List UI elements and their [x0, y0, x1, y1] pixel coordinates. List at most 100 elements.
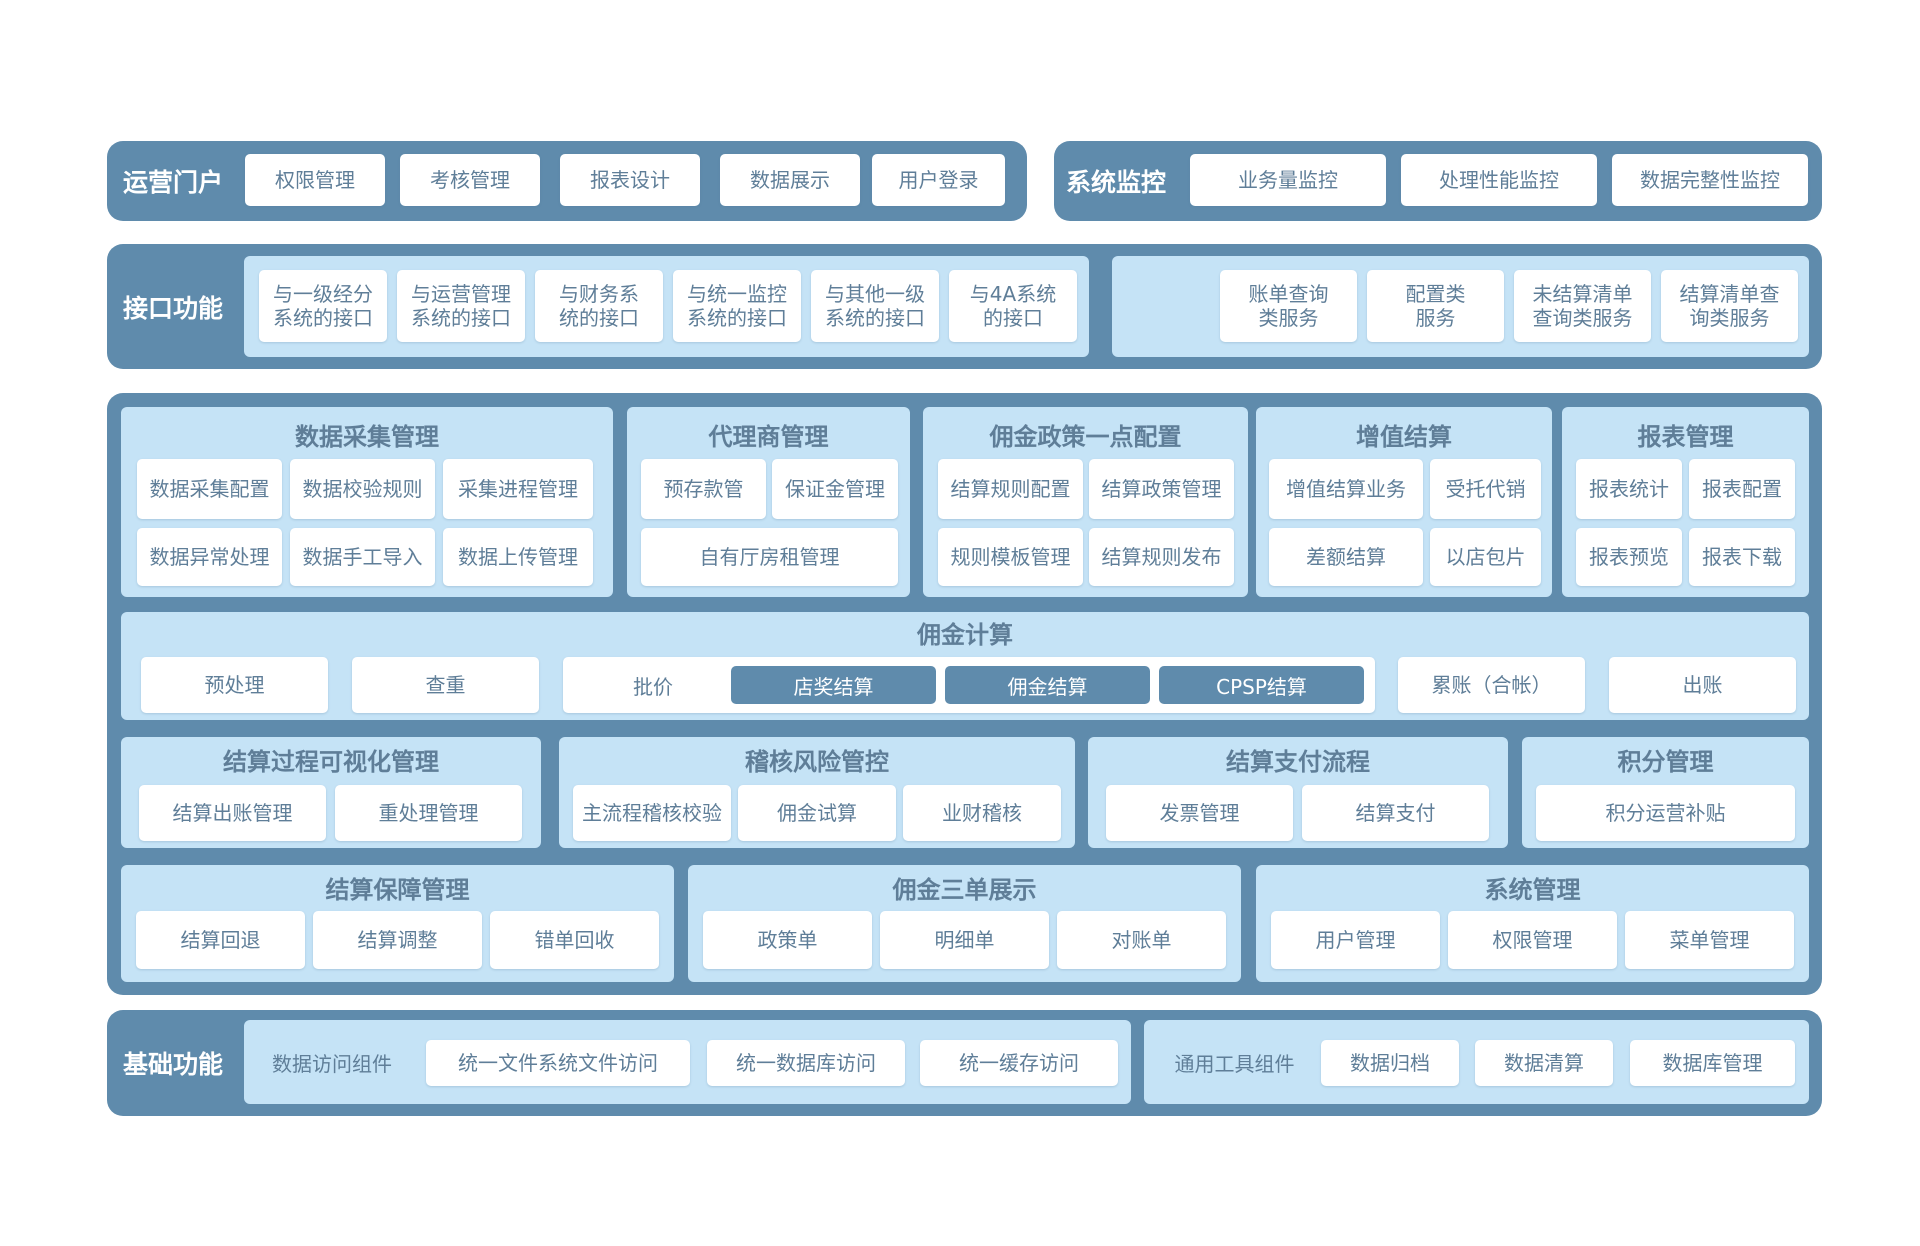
billing-step[interactable]: 出账	[1609, 657, 1796, 713]
collection-process-mgmt[interactable]: 采集进程管理	[443, 459, 593, 519]
portal-item-report-design[interactable]: 报表设计	[560, 154, 700, 206]
interface-item-unsettled-query[interactable]: 未结算清单 查询类服务	[1514, 270, 1651, 342]
policy-title: 佣金政策一点配置	[989, 422, 1182, 451]
reprocess-mgmt[interactable]: 重处理管理	[335, 785, 522, 841]
settlement-billing-mgmt[interactable]: 结算出账管理	[139, 785, 326, 841]
settlement-rollback[interactable]: 结算回退	[136, 911, 305, 969]
interface-item-line: 配置类	[1405, 282, 1466, 306]
interface-item-line: 结算清单查	[1679, 282, 1780, 306]
agent-deposit[interactable]: 保证金管理	[772, 459, 898, 519]
interface-item-line: 与统一监控	[687, 282, 787, 306]
data-archive[interactable]: 数据归档	[1321, 1040, 1459, 1086]
settlement-payment[interactable]: 结算支付	[1302, 785, 1489, 841]
interface-item-line: 询类服务	[1689, 306, 1770, 330]
interface-item-line: 与运营管理	[411, 282, 511, 306]
portal-item-data-display[interactable]: 数据展示	[720, 154, 860, 206]
interface-item-line: 系统的接口	[825, 306, 925, 330]
report-statistics[interactable]: 报表统计	[1576, 459, 1682, 519]
data-manual-import[interactable]: 数据手工导入	[290, 528, 435, 586]
reports-title: 报表管理	[1637, 422, 1734, 451]
value-added-business[interactable]: 增值结算业务	[1269, 459, 1423, 519]
data-clearing[interactable]: 数据清算	[1475, 1040, 1613, 1086]
agent-prepaid[interactable]: 预存款管	[641, 459, 766, 519]
interface-label: 接口功能	[123, 293, 224, 323]
settlement-adjustment[interactable]: 结算调整	[313, 911, 482, 969]
unified-cache-access[interactable]: 统一缓存访问	[920, 1040, 1118, 1086]
accumulate-step[interactable]: 累账（合帐）	[1398, 657, 1585, 713]
interface-item-jingfen[interactable]: 与一级经分 系统的接口	[259, 270, 387, 342]
visualization-title: 结算过程可视化管理	[223, 747, 439, 776]
cpsp-settlement[interactable]: CPSP结算	[1159, 666, 1364, 704]
interface-item-line: 类服务	[1258, 306, 1319, 330]
value-added-title: 增值结算	[1356, 422, 1452, 451]
commission-settlement[interactable]: 佣金结算	[945, 666, 1150, 704]
invoice-mgmt[interactable]: 发票管理	[1106, 785, 1293, 841]
data-collection-config[interactable]: 数据采集配置	[137, 459, 282, 519]
unified-db-access[interactable]: 统一数据库访问	[707, 1040, 905, 1086]
database-mgmt[interactable]: 数据库管理	[1630, 1040, 1795, 1086]
data-upload-mgmt[interactable]: 数据上传管理	[443, 528, 593, 586]
rule-template-mgmt[interactable]: 规则模板管理	[938, 528, 1083, 586]
menu-mgmt[interactable]: 菜单管理	[1625, 911, 1794, 969]
interface-item-line: 系统的接口	[687, 306, 787, 330]
portal-item-assessment[interactable]: 考核管理	[400, 154, 540, 206]
portal-item-permissions[interactable]: 权限管理	[245, 154, 385, 206]
points-operation-subsidy[interactable]: 积分运营补贴	[1536, 785, 1795, 841]
business-finance-audit[interactable]: 业财稽核	[903, 785, 1061, 841]
data-collection-title: 数据采集管理	[295, 422, 439, 451]
portal-label: 运营门户	[123, 168, 224, 197]
settlement-rule-config[interactable]: 结算规则配置	[938, 459, 1083, 519]
difference-settlement[interactable]: 差额结算	[1269, 528, 1423, 586]
monitor-item-performance[interactable]: 处理性能监控	[1401, 154, 1597, 206]
interface-item-other-level1[interactable]: 与其他一级 系统的接口	[811, 270, 939, 342]
points-title: 积分管理	[1617, 747, 1714, 776]
preprocess-step[interactable]: 预处理	[141, 657, 328, 713]
three-docs-title: 佣金三单展示	[892, 875, 1037, 904]
interface-item-finance[interactable]: 与财务系 统的接口	[535, 270, 663, 342]
interface-item-line: 服务	[1415, 306, 1456, 330]
monitor-item-volume[interactable]: 业务量监控	[1190, 154, 1386, 206]
user-mgmt[interactable]: 用户管理	[1271, 911, 1440, 969]
interface-item-bill-query[interactable]: 账单查询 类服务	[1220, 270, 1357, 342]
report-preview[interactable]: 报表预览	[1576, 528, 1682, 586]
interface-item-operations[interactable]: 与运营管理 系统的接口	[397, 270, 525, 342]
unified-file-access[interactable]: 统一文件系统文件访问	[426, 1040, 690, 1086]
report-config[interactable]: 报表配置	[1689, 459, 1795, 519]
guarantee-title: 结算保障管理	[325, 875, 470, 904]
agent-title: 代理商管理	[708, 422, 829, 451]
main-flow-audit[interactable]: 主流程稽核校验	[573, 785, 731, 841]
error-order-recovery[interactable]: 错单回收	[490, 911, 659, 969]
payment-title: 结算支付流程	[1226, 747, 1370, 776]
data-validation-rules[interactable]: 数据校验规则	[290, 459, 435, 519]
settlement-policy-mgmt[interactable]: 结算政策管理	[1089, 459, 1234, 519]
reconciliation-doc[interactable]: 对账单	[1057, 911, 1226, 969]
detail-doc[interactable]: 明细单	[880, 911, 1049, 969]
data-exception-handling[interactable]: 数据异常处理	[137, 528, 282, 586]
base-tools-label: 通用工具组件	[1174, 1051, 1295, 1076]
monitor-label: 系统监控	[1066, 168, 1167, 197]
interface-item-line: 系统的接口	[411, 306, 511, 330]
interface-item-line: 的接口	[983, 306, 1043, 330]
interface-item-line: 与4A系统	[969, 282, 1057, 306]
store-area-package[interactable]: 以店包片	[1430, 528, 1541, 586]
interface-item-settled-query[interactable]: 结算清单查 询类服务	[1661, 270, 1798, 342]
portal-item-user-login[interactable]: 用户登录	[872, 154, 1005, 206]
interface-item-line: 账单查询	[1248, 282, 1329, 306]
commission-trial-calc[interactable]: 佣金试算	[738, 785, 896, 841]
system-mgmt-title: 系统管理	[1484, 875, 1581, 904]
report-download[interactable]: 报表下载	[1689, 528, 1795, 586]
policy-doc[interactable]: 政策单	[703, 911, 872, 969]
interface-item-config-service[interactable]: 配置类 服务	[1367, 270, 1504, 342]
commission-calc-title: 佣金计算	[917, 620, 1013, 649]
store-reward-settlement[interactable]: 店奖结算	[731, 666, 936, 704]
dedupe-step[interactable]: 查重	[352, 657, 539, 713]
pricing-step-label[interactable]: 批价	[633, 674, 673, 699]
consignment-sales[interactable]: 受托代销	[1430, 459, 1541, 519]
permission-mgmt[interactable]: 权限管理	[1448, 911, 1617, 969]
audit-title: 稽核风险管控	[745, 747, 889, 776]
settlement-rule-publish[interactable]: 结算规则发布	[1089, 528, 1234, 586]
interface-item-unified-monitor[interactable]: 与统一监控 系统的接口	[673, 270, 801, 342]
agent-hall-rent[interactable]: 自有厅房租管理	[641, 528, 898, 586]
monitor-item-integrity[interactable]: 数据完整性监控	[1612, 154, 1808, 206]
interface-item-4a[interactable]: 与4A系统 的接口	[949, 270, 1077, 342]
